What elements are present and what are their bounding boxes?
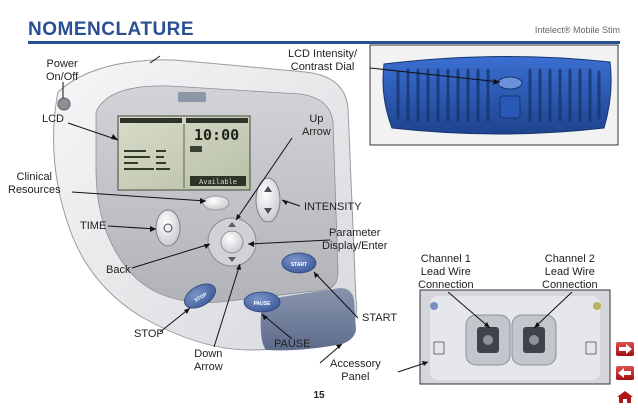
label-accessory-line1: Accessory	[330, 358, 381, 371]
label-channel2: Channel 2 Lead Wire Connection	[542, 253, 598, 292]
label-channel2-line2: Lead Wire	[542, 266, 598, 279]
arrow-right-glyph	[616, 342, 634, 356]
label-channel1: Channel 1 Lead Wire Connection	[418, 253, 474, 292]
label-parameter-display: Parameter Display/Enter	[322, 227, 387, 253]
label-stop: STOP	[134, 328, 164, 341]
label-power: Power On/Off	[46, 58, 78, 84]
label-channel1-line3: Connection	[418, 279, 474, 292]
start-button-label: START	[291, 262, 307, 268]
label-time: TIME	[80, 220, 106, 233]
pause-button-label: PAUSE	[254, 301, 272, 307]
time-rocker[interactable]	[156, 210, 180, 246]
label-pause: PAUSE	[274, 338, 310, 351]
label-lcd-intensity-dial: LCD Intensity/ Contrast Dial	[288, 48, 357, 74]
label-channel2-line1: Channel 2	[542, 253, 598, 266]
label-channel1-line2: Lead Wire	[418, 266, 474, 279]
label-up-arrow-line2: Arrow	[302, 126, 331, 139]
accessory-panel-photo	[420, 290, 610, 384]
label-channel1-line1: Channel 1	[418, 253, 474, 266]
label-down-arrow: Down Arrow	[194, 348, 223, 374]
label-clinical-line2: Resources	[8, 184, 61, 197]
label-lcd-intensity-line2: Contrast Dial	[288, 61, 357, 74]
label-clinical-line1: Clinical	[8, 171, 61, 184]
parameter-nav-cluster[interactable]	[208, 218, 256, 266]
label-up-arrow: Up Arrow	[302, 113, 331, 139]
arrow-right-icon[interactable]	[616, 342, 634, 356]
contrast-dial-photo	[370, 45, 618, 145]
arrow-left-glyph	[616, 366, 634, 380]
home-glyph	[616, 390, 634, 404]
label-down-arrow-line2: Arrow	[194, 361, 223, 374]
lcd-time: 10:00	[194, 126, 239, 144]
page-number: 15	[303, 390, 335, 401]
label-parameter-line1: Parameter	[322, 227, 387, 240]
clinical-resources-button[interactable]	[203, 196, 229, 210]
label-down-arrow-line1: Down	[194, 348, 223, 361]
label-lcd-intensity-line1: LCD Intensity/	[288, 48, 357, 61]
label-power-line2: On/Off	[46, 71, 78, 84]
label-power-line1: Power	[46, 58, 78, 71]
label-up-arrow-line1: Up	[302, 113, 331, 126]
label-lcd: LCD	[42, 113, 64, 126]
home-icon[interactable]	[616, 390, 634, 404]
label-accessory-line2: Panel	[330, 371, 381, 384]
label-clinical-resources: Clinical Resources	[8, 171, 61, 197]
lcd-screen: 10:00 Available	[118, 116, 250, 190]
label-start: START	[362, 312, 397, 325]
lcd-available: Available	[199, 178, 237, 186]
arrow-left-icon[interactable]	[616, 366, 634, 380]
label-back: Back	[106, 264, 130, 277]
label-parameter-line2: Display/Enter	[322, 240, 387, 253]
label-channel2-line3: Connection	[542, 279, 598, 292]
label-accessory-panel: Accessory Panel	[330, 358, 381, 384]
label-intensity: INTENSITY	[304, 201, 361, 214]
